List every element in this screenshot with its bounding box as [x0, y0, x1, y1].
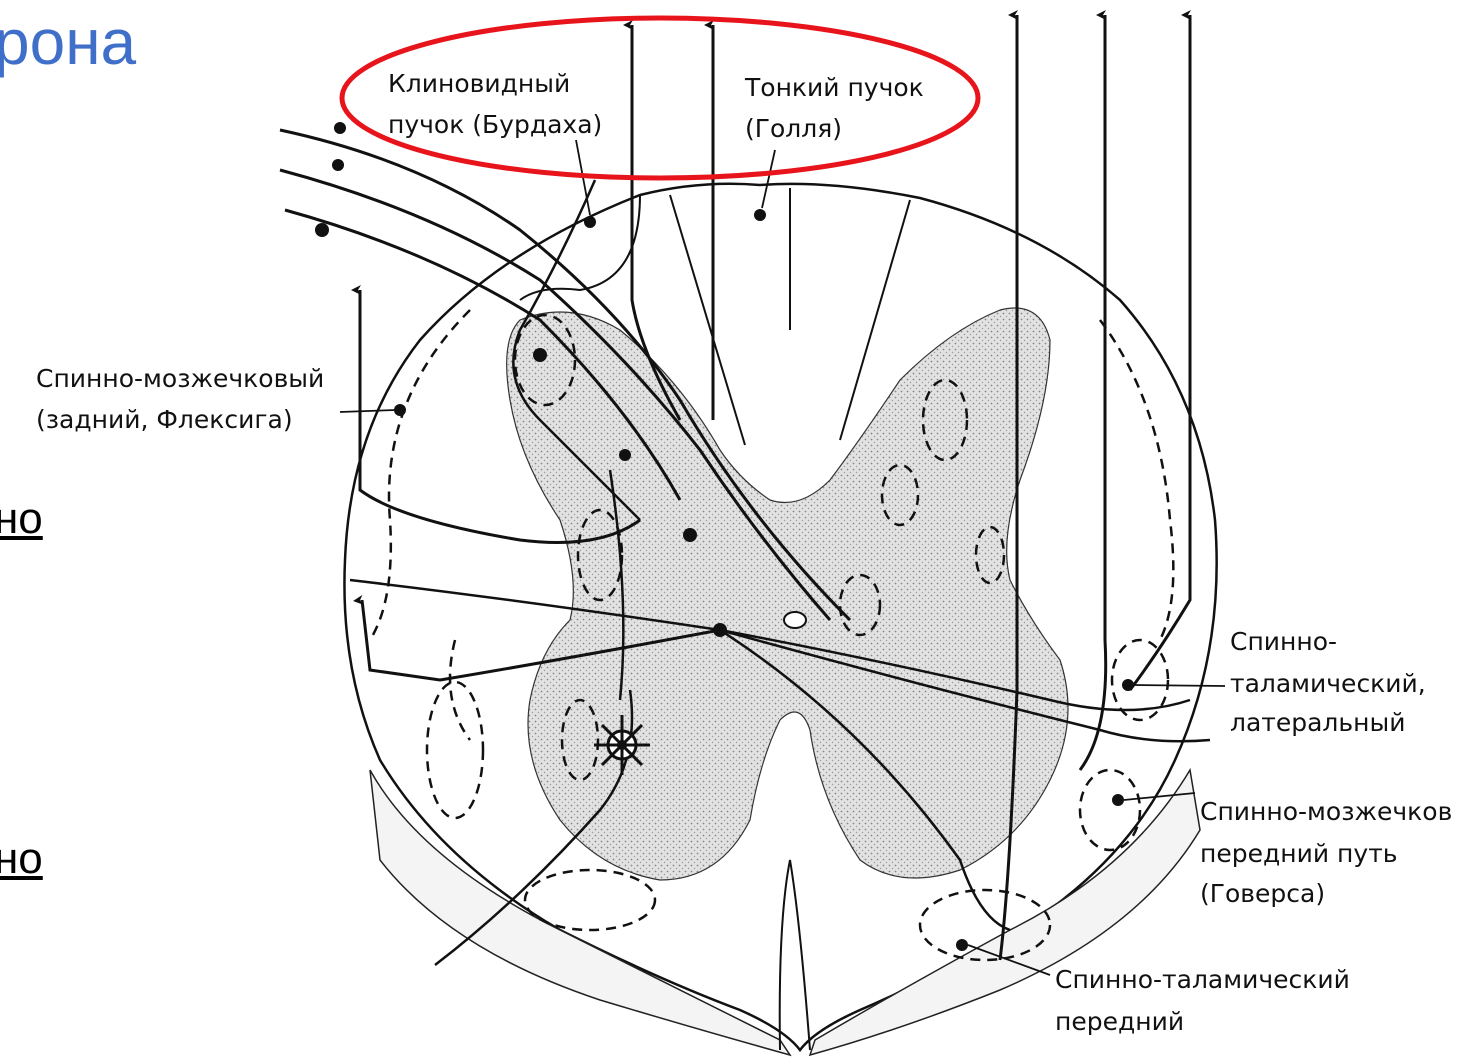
central-canal	[784, 612, 806, 628]
label-goll-line1: Тонкий пучок	[744, 73, 924, 102]
label-lateral-st-line1: Спинно-	[1230, 627, 1337, 656]
label-gowers-line2: передний путь	[1200, 839, 1398, 868]
label-gowers-line1: Спинно-мозжечков	[1200, 797, 1452, 826]
label-flechsig-line1: Спинно-мозжечковый	[36, 364, 324, 393]
label-lateral-st-line2: таламический,	[1230, 669, 1426, 698]
label-lateral-st-line3: латеральный	[1230, 708, 1405, 737]
label-flechsig-line2: (задний, Флексига)	[36, 405, 293, 434]
label-goll-line2: (Голля)	[745, 114, 842, 143]
label-gowers-line3: (Говерса)	[1200, 879, 1325, 908]
label-anterior-st-line2: передний	[1055, 1007, 1184, 1036]
label-burdach-line2: пучок (Бурдаха)	[388, 110, 602, 139]
label-anterior-st-line1: Спинно-таламический	[1055, 965, 1350, 994]
label-burdach-line1: Клиновидный	[388, 69, 570, 98]
